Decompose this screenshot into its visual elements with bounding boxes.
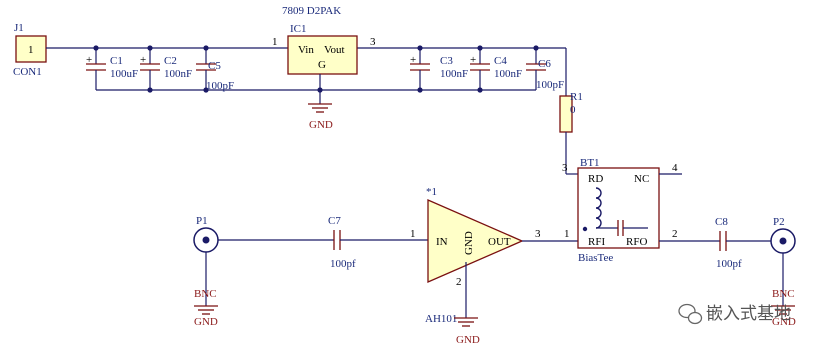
- capacitor-c4-value: 100nF: [494, 68, 522, 80]
- ground-icon: [454, 317, 478, 327]
- port-p2-type: BNC: [772, 288, 795, 300]
- regulator-vout: Vout: [324, 44, 345, 56]
- regulator-pin-in: 1: [272, 36, 278, 48]
- capacitor-c1-name: C1: [110, 55, 123, 67]
- regulator-pin-out: 3: [370, 36, 376, 48]
- capacitor-c4: + C4 100nF: [470, 48, 522, 90]
- amp-pin-gnd: 2: [456, 276, 462, 288]
- biastee-rfo: RFO: [626, 236, 647, 248]
- ground-icon: [308, 103, 332, 113]
- ground-label: GND: [772, 316, 796, 328]
- svg-text:+: +: [470, 54, 476, 66]
- capacitor-c3-value: 100nF: [440, 68, 468, 80]
- biastee-rfi: RFI: [588, 236, 605, 248]
- amplifier-out: OUT: [488, 236, 511, 248]
- capacitor-c8-name: C8: [715, 216, 728, 228]
- capacitor-c2-name: C2: [164, 55, 177, 67]
- resistor-r1-value: 0: [570, 104, 576, 116]
- amp-pin-out: 3: [535, 228, 541, 240]
- biastee-rd: RD: [588, 173, 603, 185]
- biastee-nc: NC: [634, 173, 649, 185]
- capacitor-c8: C8 100pf: [715, 216, 742, 270]
- biastee-pin2: 2: [672, 228, 678, 240]
- amplifier-body: [427, 199, 524, 283]
- capacitor-c2: + C2 100nF: [140, 48, 192, 90]
- ground-icon: [194, 305, 218, 315]
- amplifier-part: AH101: [425, 313, 457, 325]
- capacitor-c5-value: 100pF: [206, 80, 234, 92]
- capacitor-c5: C5 100pF: [196, 48, 234, 92]
- bnc-port-p2: [770, 228, 796, 306]
- ground-icon: [771, 305, 795, 315]
- capacitor-c3: + C3 100nF: [410, 48, 468, 90]
- capacitor-c7-value: 100pf: [330, 258, 356, 270]
- connector-j1-pin: 1: [28, 44, 34, 56]
- regulator-designator: IC1: [290, 23, 307, 35]
- connector-j1-designator: J1: [14, 22, 24, 34]
- capacitor-c1: + C1 100uF: [86, 48, 138, 90]
- port-p2-name: P2: [773, 216, 785, 228]
- amplifier-designator: *1: [426, 186, 437, 198]
- amplifier-gnd: GND: [463, 231, 475, 255]
- capacitor-c4-name: C4: [494, 55, 507, 67]
- biastee-pin4: 4: [672, 162, 678, 174]
- ground-label: GND: [194, 316, 218, 328]
- watermark-text: 嵌入式基地: [706, 304, 791, 324]
- svg-text:+: +: [86, 54, 92, 66]
- biastee-pin1: 1: [564, 228, 570, 240]
- amplifier-in: IN: [436, 236, 448, 248]
- wechat-logo-icon: [678, 303, 703, 325]
- port-p1-type: BNC: [194, 288, 217, 300]
- biastee-type: BiasTee: [578, 252, 613, 264]
- svg-text:+: +: [410, 54, 416, 66]
- connector-j1-body: [15, 35, 47, 63]
- svg-text:+: +: [140, 54, 146, 66]
- ground-label: GND: [456, 334, 480, 346]
- polarity-dot: [582, 226, 588, 232]
- inductor-icon: [595, 187, 602, 229]
- regulator-part-value: 7809 D2PAK: [282, 5, 341, 17]
- biastee-designator: BT1: [580, 157, 600, 169]
- capacitor-c8-value: 100pf: [716, 258, 742, 270]
- amp-pin-in: 1: [410, 228, 416, 240]
- regulator-gnd-symbol: G: [318, 59, 326, 71]
- capacitor-c7-name: C7: [328, 215, 341, 227]
- biastee-pin3: 3: [562, 162, 568, 174]
- capacitor-c6-value: 100pF: [536, 79, 564, 91]
- capacitor-c2-value: 100nF: [164, 68, 192, 80]
- ground-label: GND: [309, 119, 333, 131]
- capacitor-c7: C7 100pf: [328, 215, 356, 270]
- capacitor-c6-name: C6: [538, 58, 551, 70]
- regulator-vin: Vin: [298, 44, 314, 56]
- connector-j1-name: CON1: [13, 66, 42, 78]
- capacitor-c6: C6 100pF: [526, 48, 564, 91]
- capacitor-c3-name: C3: [440, 55, 453, 67]
- regulator-ic1-body: [287, 35, 358, 75]
- capacitor-c5-name: C5: [208, 60, 221, 72]
- port-p1-name: P1: [196, 215, 208, 227]
- capacitor-c1-value: 100uF: [110, 68, 138, 80]
- resistor-r1-name: R1: [570, 91, 583, 103]
